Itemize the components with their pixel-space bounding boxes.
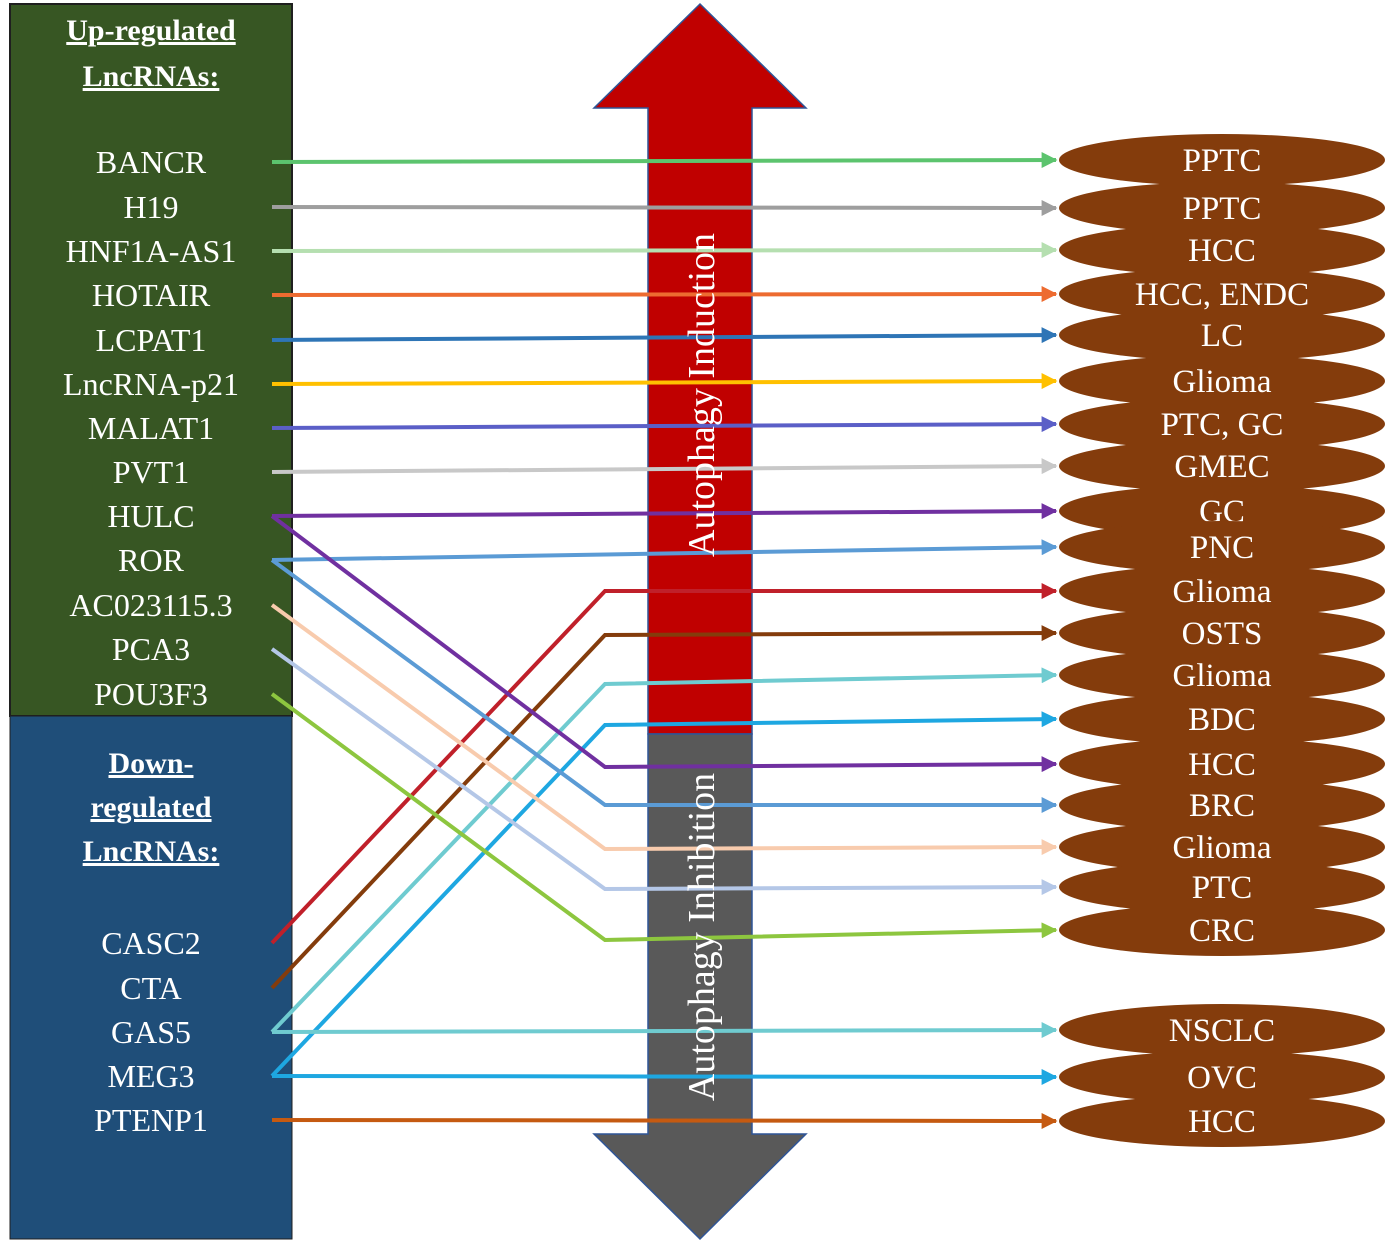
disease-label: HCC, ENDC bbox=[1135, 277, 1309, 313]
link-line bbox=[271, 327, 1058, 344]
disease-node bbox=[1059, 693, 1385, 745]
disease-label: PPTC bbox=[1183, 191, 1262, 227]
disease-node bbox=[1059, 1095, 1385, 1147]
disease-node bbox=[1059, 134, 1385, 186]
gene-label-meg3: MEG3 bbox=[107, 1058, 194, 1094]
disease-label: BDC bbox=[1188, 702, 1256, 738]
link-line bbox=[271, 199, 1058, 216]
disease-node bbox=[1059, 607, 1385, 659]
disease-node bbox=[1059, 738, 1385, 790]
disease-node bbox=[1059, 779, 1385, 831]
link-line bbox=[270, 558, 1058, 813]
disease-label: PPTC bbox=[1183, 143, 1262, 179]
disease-label: HCC bbox=[1188, 233, 1256, 269]
disease-label: GMEC bbox=[1174, 449, 1269, 485]
link-line bbox=[271, 373, 1058, 390]
gene-label-bancr: BANCR bbox=[96, 144, 207, 180]
link-line bbox=[271, 1068, 1058, 1085]
up-heading-line-1: Up-regulated bbox=[66, 14, 236, 47]
disease-node bbox=[1059, 355, 1385, 407]
link-line bbox=[271, 286, 1058, 303]
disease-label: OSTS bbox=[1182, 616, 1263, 652]
link-line bbox=[271, 503, 1058, 520]
gene-label-casc2: CASC2 bbox=[101, 925, 201, 961]
disease-node bbox=[1059, 398, 1385, 450]
disease-label: HCC bbox=[1188, 1104, 1256, 1140]
disease-node bbox=[1059, 440, 1385, 492]
disease-node bbox=[1059, 309, 1385, 361]
disease-node bbox=[1059, 1051, 1385, 1103]
disease-node bbox=[1059, 521, 1385, 573]
gene-label-ptenp1: PTENP1 bbox=[94, 1102, 208, 1138]
disease-node bbox=[1059, 268, 1385, 320]
link-line bbox=[270, 603, 1058, 856]
link-line bbox=[271, 242, 1058, 259]
gene-label-ac023115-3: AC023115.3 bbox=[69, 587, 232, 623]
disease-node bbox=[1059, 565, 1385, 617]
disease-label: Glioma bbox=[1173, 830, 1272, 866]
disease-node bbox=[1059, 821, 1385, 873]
autophagy-induction-label: Autophagy Induction bbox=[681, 233, 723, 557]
link-line bbox=[271, 1112, 1058, 1129]
link-lines bbox=[270, 152, 1058, 1129]
link-line bbox=[270, 692, 1058, 943]
gene-label-gas5: GAS5 bbox=[111, 1014, 191, 1050]
disease-label: PTC, GC bbox=[1161, 407, 1284, 443]
gene-label-lncrna-p21: LncRNA-p21 bbox=[63, 366, 239, 402]
disease-node bbox=[1059, 904, 1385, 956]
disease-label: CRC bbox=[1189, 913, 1255, 949]
disease-label: BRC bbox=[1189, 788, 1255, 824]
disease-node bbox=[1059, 485, 1385, 537]
link-line bbox=[270, 625, 1058, 990]
autophagy-inhibition-arrow bbox=[592, 733, 808, 1241]
gene-label-hulc: HULC bbox=[107, 498, 194, 534]
link-line bbox=[271, 539, 1058, 562]
link-line bbox=[271, 152, 1058, 169]
gene-label-h19: H19 bbox=[123, 189, 178, 225]
down-heading-line-3: LncRNAs: bbox=[83, 835, 220, 868]
disease-node bbox=[1059, 861, 1385, 913]
disease-node bbox=[1059, 1004, 1385, 1056]
link-line bbox=[270, 711, 1058, 1078]
gene-label-pou3f3: POU3F3 bbox=[94, 676, 208, 712]
disease-label: PNC bbox=[1190, 530, 1254, 566]
disease-node bbox=[1059, 649, 1385, 701]
gene-label-lcpat1: LCPAT1 bbox=[96, 322, 207, 358]
down-regulated-panel bbox=[9, 715, 293, 1240]
disease-node bbox=[1059, 224, 1385, 276]
link-line bbox=[271, 458, 1058, 475]
gene-label-pvt1: PVT1 bbox=[113, 454, 189, 490]
up-regulated-panel bbox=[9, 3, 293, 717]
gene-label-hotair: HOTAIR bbox=[92, 277, 211, 313]
gene-label-ror: ROR bbox=[118, 542, 184, 578]
link-line bbox=[271, 1022, 1058, 1039]
disease-label: OVC bbox=[1187, 1060, 1257, 1096]
disease-label: NSCLC bbox=[1169, 1013, 1275, 1049]
link-line bbox=[271, 416, 1058, 433]
disease-label: LC bbox=[1201, 318, 1243, 354]
down-heading-line-1: Down- bbox=[108, 747, 193, 780]
down-heading-line-2: regulated bbox=[90, 791, 211, 824]
autophagy-inhibition-label: Autophagy Inhibition bbox=[681, 773, 723, 1101]
disease-label: HCC bbox=[1188, 747, 1256, 783]
disease-label: Glioma bbox=[1173, 658, 1272, 694]
disease-label: Glioma bbox=[1173, 574, 1272, 610]
disease-label: Glioma bbox=[1173, 364, 1272, 400]
link-line bbox=[270, 583, 1058, 945]
link-line bbox=[270, 667, 1058, 1034]
gene-label-malat1: MALAT1 bbox=[88, 410, 214, 446]
up-heading-line-2: LncRNAs: bbox=[83, 60, 220, 93]
disease-label: PTC bbox=[1192, 870, 1253, 906]
gene-label-cta: CTA bbox=[120, 970, 181, 1006]
link-line bbox=[270, 514, 1058, 773]
link-line bbox=[270, 647, 1058, 896]
disease-node bbox=[1059, 182, 1385, 234]
gene-label-pca3: PCA3 bbox=[112, 631, 190, 667]
gene-label-hnf1a-as1: HNF1A-AS1 bbox=[66, 233, 237, 269]
